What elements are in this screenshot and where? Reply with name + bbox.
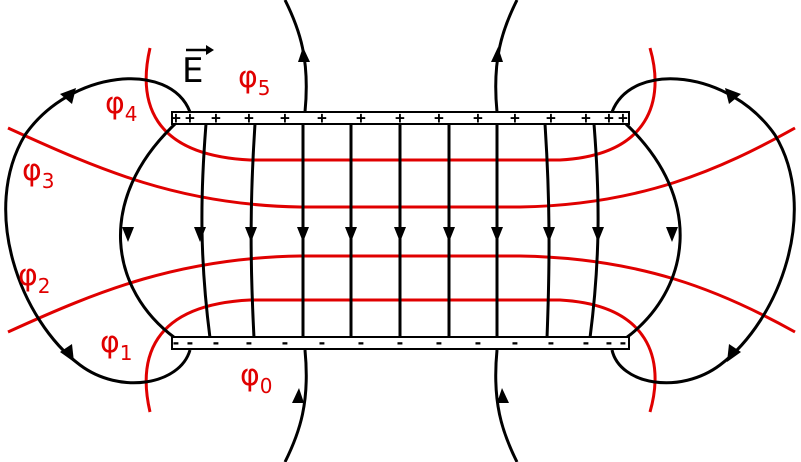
minus-sign: - <box>510 333 520 352</box>
plus-sign: + <box>546 108 556 127</box>
arrowhead <box>394 227 406 242</box>
arrowhead <box>292 388 304 403</box>
minus-sign: - <box>280 333 290 352</box>
positive-charges: +++++++++++++++ <box>171 108 628 127</box>
arrowhead <box>727 344 741 362</box>
minus-sign: - <box>604 333 614 352</box>
field-line-outer-right <box>610 77 796 385</box>
minus-sign: - <box>185 333 195 352</box>
field-arrowheads <box>60 47 741 403</box>
minus-sign: - <box>581 333 591 352</box>
potential-label-phi2: φ2 <box>18 258 51 298</box>
plus-sign: + <box>604 108 614 127</box>
field-line-side-right <box>624 122 682 340</box>
field-line-outer-left <box>4 77 192 385</box>
field-line-side-left <box>118 122 177 340</box>
plus-sign: + <box>618 108 628 127</box>
plus-sign: + <box>434 108 444 127</box>
potential-label-phi3: φ3 <box>22 153 55 193</box>
minus-sign: - <box>317 333 327 352</box>
arrowhead <box>245 227 257 242</box>
potential-label-phi4: φ4 <box>105 86 138 126</box>
arrowhead <box>725 88 741 104</box>
minus-sign: - <box>211 333 221 352</box>
arrowhead <box>194 227 206 242</box>
arrowhead <box>543 227 555 242</box>
minus-sign: - <box>618 333 628 352</box>
arrowhead <box>345 227 357 242</box>
arrowhead <box>592 227 604 242</box>
arrowhead <box>297 227 309 242</box>
minus-sign: - <box>434 333 444 352</box>
potential-label-phi5: φ5 <box>238 60 271 100</box>
potential-label-phi0: φ0 <box>240 358 273 398</box>
field-line-escape-top-left <box>283 0 308 113</box>
plus-sign: + <box>244 108 254 127</box>
minus-sign: - <box>356 333 366 352</box>
field-line-escape-bottom-left <box>283 349 308 462</box>
plus-sign: + <box>395 108 405 127</box>
minus-sign: - <box>244 333 254 352</box>
minus-sign: - <box>546 333 556 352</box>
plus-sign: + <box>280 108 290 127</box>
negative-charges: --------------- <box>171 333 628 352</box>
top-plate: +++++++++++++++ <box>171 108 630 127</box>
arrowhead <box>491 227 503 242</box>
bottom-plate: --------------- <box>171 333 630 352</box>
electric-field-label: E <box>182 45 214 91</box>
plus-sign: + <box>510 108 520 127</box>
equipotential-phi2 <box>7 254 796 334</box>
arrowhead <box>443 227 455 242</box>
arrowhead <box>298 47 310 62</box>
plus-sign: + <box>356 108 366 127</box>
plus-sign: + <box>317 108 327 127</box>
field-line-escape-bottom-right <box>494 349 519 462</box>
arrowhead <box>497 388 509 403</box>
potential-label-phi1: φ1 <box>100 325 133 365</box>
plus-sign: + <box>581 108 591 127</box>
equipotential-phi5 <box>144 47 657 162</box>
plus-sign: + <box>185 108 195 127</box>
plus-sign: + <box>171 108 181 127</box>
arrowhead <box>60 88 76 104</box>
arrowhead <box>666 227 678 242</box>
minus-sign: - <box>473 333 483 352</box>
potential-labels: φ0 φ1 φ2 φ3 φ4 φ5 <box>18 60 273 398</box>
arrowhead <box>122 227 134 242</box>
equipotential-phi3 <box>7 126 796 209</box>
plus-sign: + <box>473 108 483 127</box>
arrowhead <box>60 344 74 362</box>
minus-sign: - <box>395 333 405 352</box>
equipotential-lines <box>7 47 796 413</box>
minus-sign: - <box>171 333 181 352</box>
positive-plate <box>171 111 630 125</box>
arrowhead <box>491 47 503 62</box>
plus-sign: + <box>211 108 221 127</box>
field-line-escape-top-right <box>494 0 519 113</box>
equipotential-phi1 <box>144 298 657 413</box>
field-symbol: E <box>182 51 203 91</box>
negative-plate <box>171 336 630 350</box>
